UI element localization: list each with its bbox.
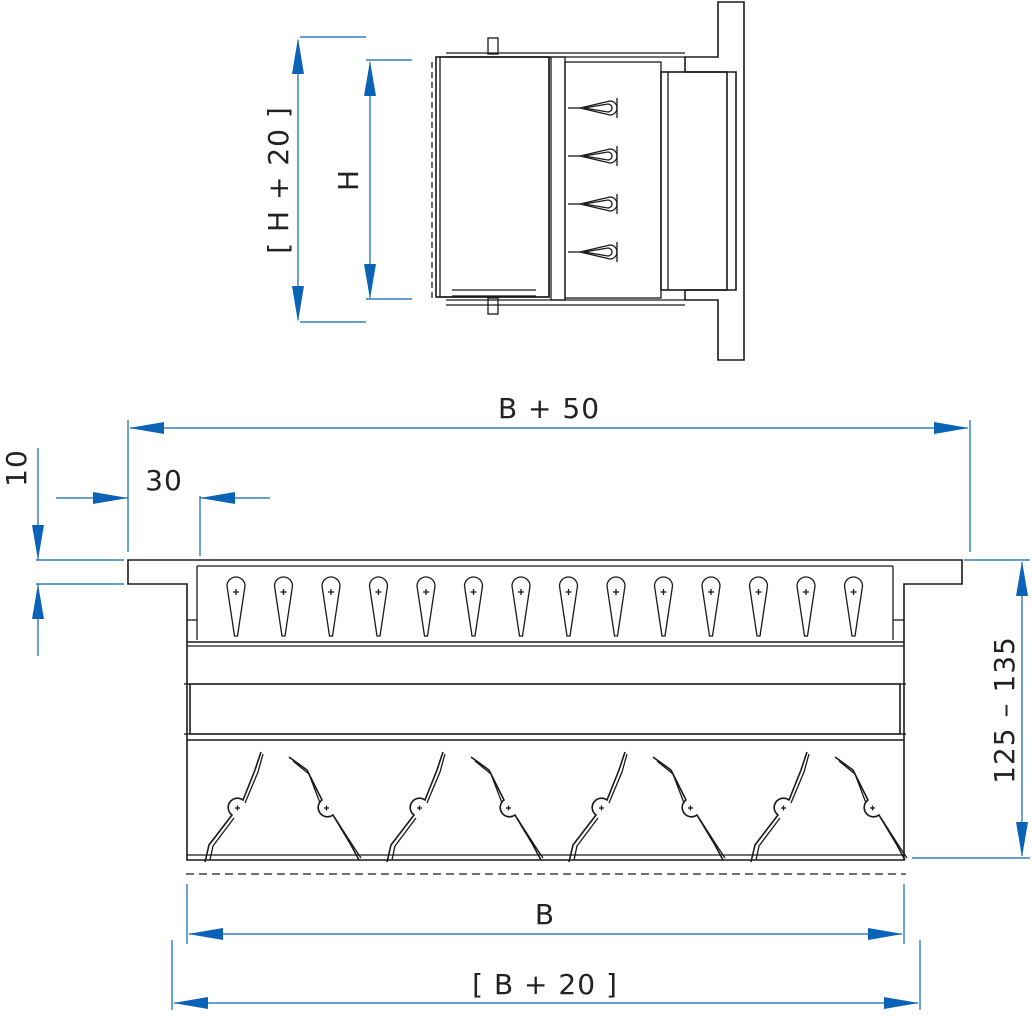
side-bottom-pin — [487, 297, 499, 315]
blade — [273, 576, 294, 637]
damper-clip — [834, 756, 908, 861]
dim-h-label: H — [332, 169, 365, 191]
side-clip — [568, 194, 618, 214]
damper-clip — [652, 756, 726, 861]
damper-clip — [288, 756, 362, 861]
damper-clip — [386, 751, 446, 863]
side-front-inner — [439, 56, 550, 298]
blade — [368, 576, 389, 637]
dim-b-label: B — [535, 898, 555, 931]
blade-row — [226, 576, 864, 637]
side-top-pin — [487, 37, 499, 55]
blade — [321, 576, 341, 637]
dim-ten-label: 10 — [0, 449, 33, 487]
dim-range-label: 125 – 135 — [988, 636, 1021, 784]
damper-clip — [750, 751, 810, 863]
blade — [653, 576, 674, 637]
blade — [463, 576, 484, 637]
side-clip — [568, 242, 618, 262]
side-front-box — [435, 56, 550, 298]
blade — [796, 576, 816, 637]
blade — [511, 576, 531, 637]
blade — [226, 576, 246, 637]
side-clip — [568, 146, 618, 166]
dimensions: [ H + 20 ] H B + 50 30 10 — [0, 36, 1030, 1010]
blade — [416, 576, 436, 637]
side-clips — [568, 98, 618, 262]
dim-thirty-label: 30 — [145, 464, 183, 497]
blade — [701, 576, 721, 637]
front-view — [127, 559, 963, 875]
side-frame-body — [660, 71, 728, 291]
blade — [558, 576, 579, 637]
dim-b-plus-50-label: B + 50 — [498, 392, 600, 425]
side-view — [431, 1, 745, 361]
dim-h-plus-20-label: [ H + 20 ] — [262, 106, 295, 254]
side-divider — [550, 56, 566, 301]
side-clip — [568, 98, 618, 118]
side-flange — [684, 1, 745, 361]
damper-row — [204, 751, 908, 863]
dim-b-plus-20-label: [ B + 20 ] — [472, 968, 618, 1001]
blade — [843, 576, 864, 637]
damper-clip — [470, 756, 544, 861]
damper-clip — [204, 751, 264, 863]
front-flange-outline — [127, 559, 963, 861]
side-clip-section — [564, 61, 662, 299]
blade — [748, 576, 769, 637]
damper-clip — [568, 751, 628, 863]
blade — [606, 576, 626, 637]
front-rail — [189, 683, 901, 735]
